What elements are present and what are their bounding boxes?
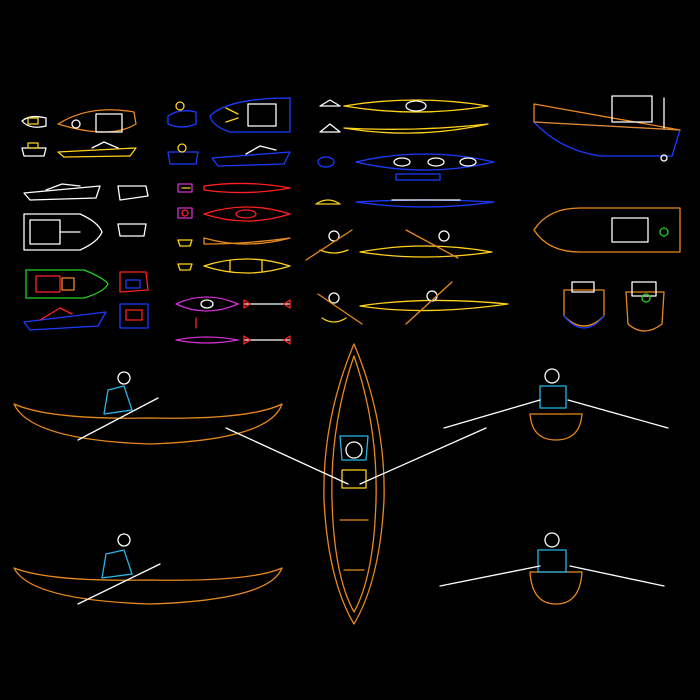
runabout-top-color — [25, 269, 109, 299]
tender-top — [209, 97, 291, 133]
kayak-icon-small-2 — [177, 207, 193, 219]
canoe-icon-small-2 — [177, 263, 193, 271]
canoe-yellow-side — [203, 237, 291, 245]
kayak-red-top — [203, 206, 291, 222]
canoe-rower-side-2 — [13, 533, 283, 605]
canoe-rower-side-1 — [13, 371, 283, 445]
fishing-boat-top — [533, 207, 681, 253]
tender-front — [167, 101, 197, 128]
fishing-boat-side — [533, 95, 681, 162]
kayaker-front-2 — [317, 292, 363, 325]
cruiser-top — [23, 213, 103, 251]
kayak-purple-side — [175, 336, 239, 344]
kayak-front-icon-1 — [319, 99, 341, 107]
tender-rear — [167, 143, 199, 165]
paddle-icon-2 — [243, 335, 291, 345]
kayak-purple-top — [175, 296, 239, 329]
kayak-with-paddler-top — [359, 229, 493, 259]
small-dinghy-top — [21, 115, 47, 128]
canoe-yellow-top — [203, 258, 291, 274]
kayak-triple-front-icon — [317, 156, 335, 168]
kayaker-front-1 — [305, 229, 353, 261]
cruiser-rear — [117, 223, 147, 237]
cruiser-front — [117, 185, 149, 201]
cruiser-side — [23, 183, 101, 201]
kayak-triple-top — [355, 153, 495, 181]
small-dinghy-side — [21, 142, 47, 157]
tender-side — [211, 145, 291, 167]
paddle-icon-1 — [243, 299, 291, 309]
canoe-rower-rear — [439, 532, 665, 605]
runabout-side — [23, 307, 107, 331]
kayak-white-top — [343, 99, 489, 113]
fishing-boat-front — [563, 281, 605, 329]
speedboat-top — [57, 109, 137, 133]
kayak-front-icon-2 — [319, 123, 341, 133]
speedboat-side — [57, 141, 137, 158]
kayak-white-side — [343, 123, 489, 134]
canoe-icon-small-1 — [177, 239, 193, 247]
kayak-with-paddler-side — [359, 281, 509, 325]
kayak-icon-small-1 — [177, 183, 193, 193]
canoe-rower-top — [225, 343, 487, 625]
kayak-triple-side — [355, 199, 495, 208]
canoe-rower-front-1 — [443, 368, 669, 441]
runabout-front — [119, 271, 149, 293]
kayak-red-side — [203, 182, 291, 194]
kayak-triple-side-icon — [315, 199, 341, 205]
fishing-boat-rear — [625, 281, 665, 332]
runabout-rear — [119, 303, 149, 329]
